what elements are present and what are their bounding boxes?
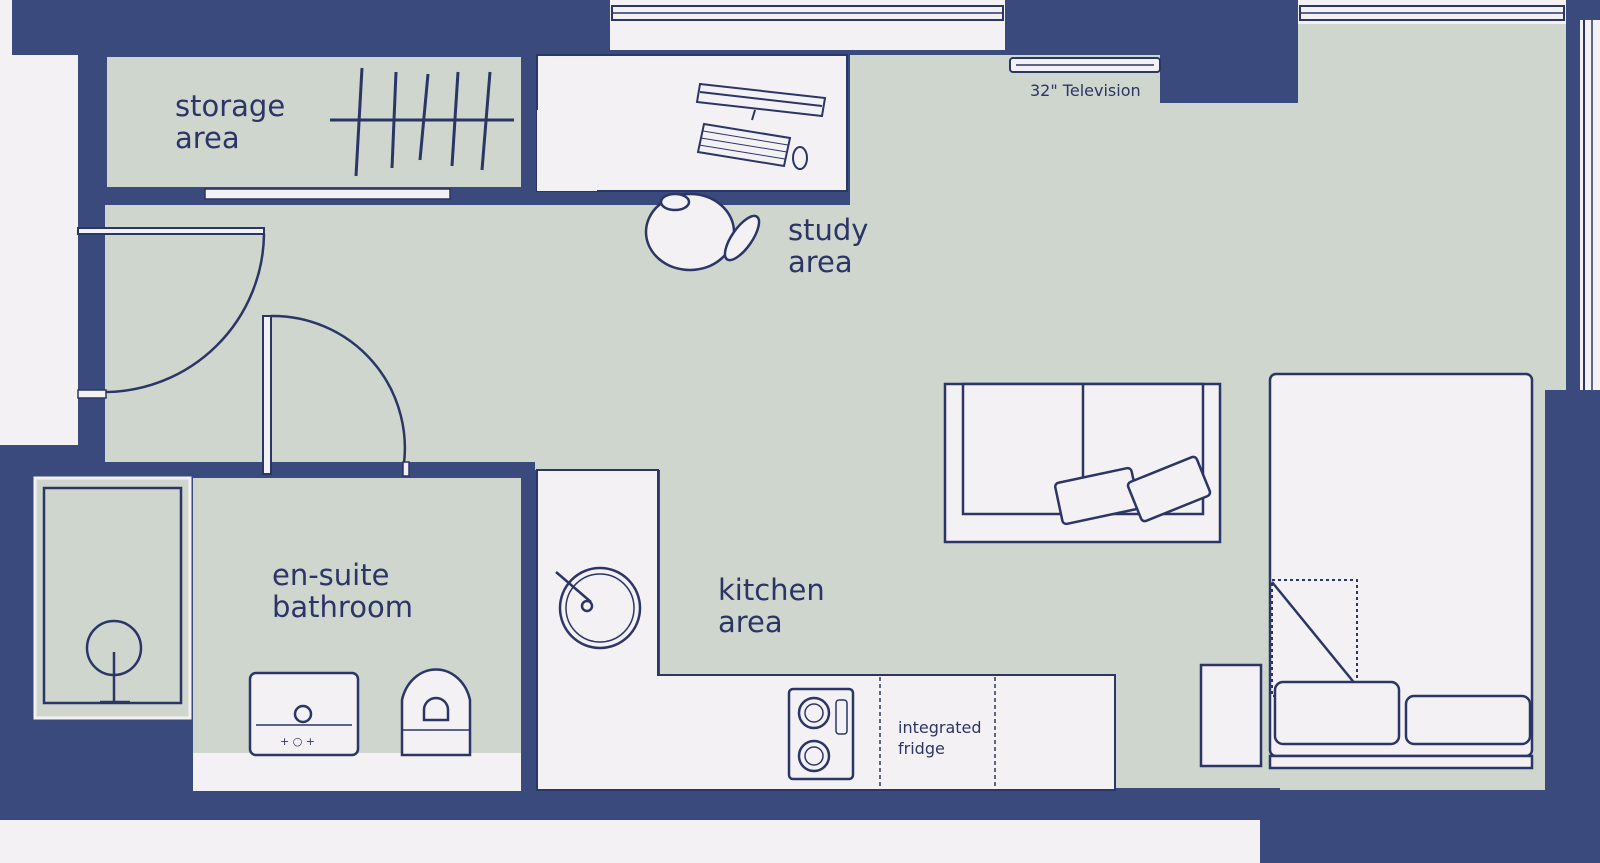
television-icon <box>1009 57 1161 73</box>
storage-label: storage area <box>175 89 294 155</box>
bathroom-sink-icon <box>248 671 360 757</box>
outside-bottom <box>0 820 1260 863</box>
monitor-icon <box>695 82 827 121</box>
desk-return <box>537 110 597 191</box>
bathroom-door-leaf <box>262 315 272 475</box>
bedside-table <box>1199 663 1263 768</box>
kitchen-label: kitchen area <box>718 573 834 639</box>
hanging-rail <box>330 67 514 177</box>
mouse-icon <box>792 146 808 170</box>
bed-icon <box>1268 372 1534 770</box>
kitchen-counter <box>536 469 1116 791</box>
fridge-label: integrated fridge <box>898 718 987 758</box>
toilet-icon <box>400 668 472 757</box>
storage-door-track <box>204 188 451 200</box>
entrance-door-jamb <box>77 389 107 399</box>
bed-wall-notch <box>1545 395 1566 790</box>
kitchen-sink-icon <box>555 566 642 650</box>
keyboard-icon <box>696 122 792 168</box>
bathroom-counter <box>193 753 521 791</box>
entrance-door-swing <box>103 233 266 394</box>
desk-chair <box>644 192 761 272</box>
tv-wall-notch <box>1160 55 1298 103</box>
study-label: study area <box>788 213 878 279</box>
outside-left <box>0 55 78 445</box>
bathroom-label: en-suite bathroom <box>272 558 413 624</box>
window-top-left <box>610 0 1005 50</box>
hob-icon <box>787 687 855 781</box>
bathroom-door-jamb <box>402 461 410 477</box>
bathroom-door-swing <box>270 314 407 471</box>
main-room-floor <box>105 24 1566 790</box>
entrance-door-leaf <box>77 227 265 235</box>
outside-top-left <box>0 0 12 55</box>
window-top-right <box>1298 0 1566 24</box>
tv-label: 32" Television <box>1030 81 1141 100</box>
sofa-icon <box>943 382 1222 544</box>
sink-controls: + ○ + <box>280 735 315 748</box>
shower-tray <box>42 486 183 705</box>
shower-head-icon <box>85 619 143 704</box>
window-right <box>1580 20 1600 390</box>
